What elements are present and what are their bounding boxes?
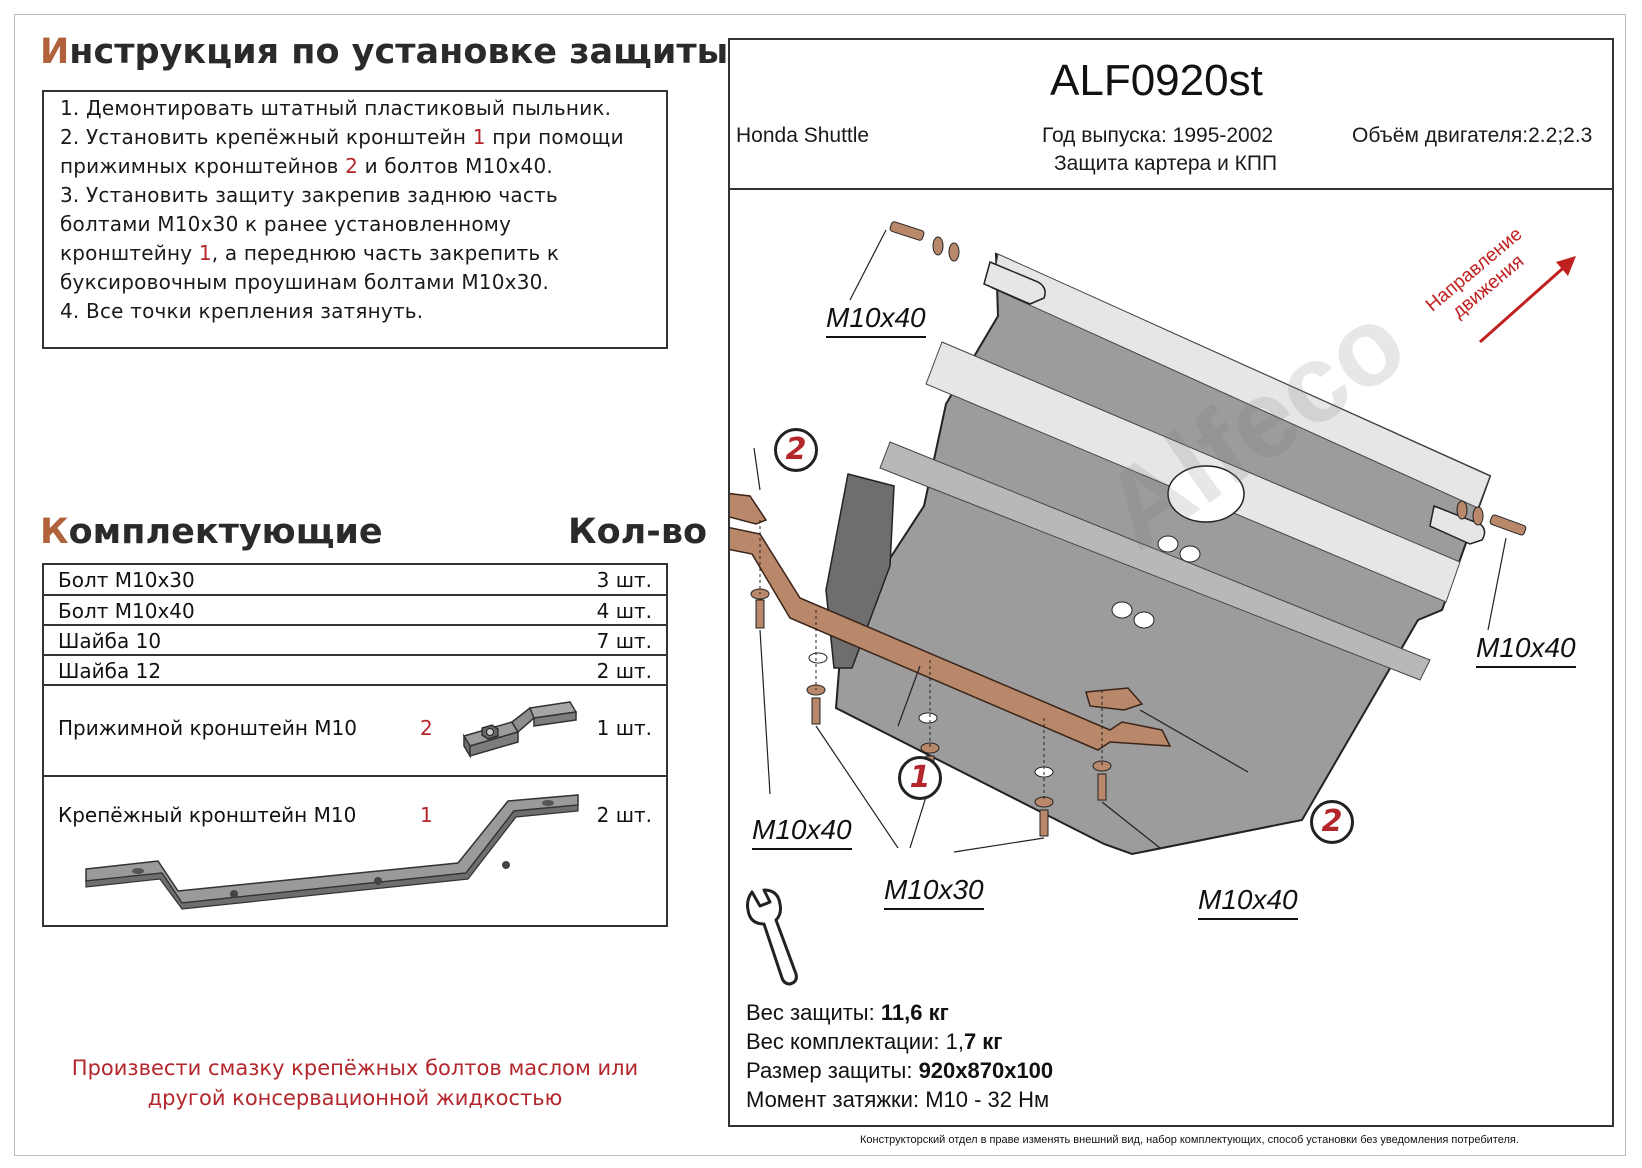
part-name: Крепёжный кронштейн М10 <box>58 803 357 827</box>
parts-heading-rest: омплектующие <box>68 512 383 552</box>
part-name: Болт М10х30 <box>58 568 195 592</box>
spec-label: Вес защиты: <box>746 1000 881 1025</box>
engine-volume: Объём двигателя:2.2;2.3 <box>1352 124 1593 147</box>
part-qty: 7 шт. <box>596 629 652 653</box>
instruction-line: 3. Установить защиту закрепив заднюю час… <box>60 183 558 207</box>
spec-value: 7 кг <box>963 1029 1003 1054</box>
part-ref-number: 1 <box>420 803 433 827</box>
callout-label: M10x40 <box>1476 632 1576 668</box>
part-label-circle: 2 <box>774 428 818 472</box>
spec-kit-weight: Вес комплектации: 1,7 кг <box>746 1029 1002 1055</box>
part-name: Прижимной кронштейн М10 <box>58 716 357 740</box>
instruction-text: кронштейну <box>60 241 199 265</box>
callout-label: M10x40 <box>1198 884 1298 920</box>
page-title: Инструкция по установке защиты <box>40 32 728 72</box>
parts-row: Болт М10х30 3 шт. <box>44 565 666 596</box>
parts-row: Прижимной кронштейн М10 2 1 шт. <box>44 686 666 777</box>
part-ref-number: 1 <box>472 125 486 149</box>
instruction-line: болтами М10х30 к ранее установленному <box>60 212 512 236</box>
part-name: Шайба 10 <box>58 629 162 653</box>
spec-value: 1, <box>945 1029 964 1054</box>
spec-value: 11,6 кг <box>880 1000 949 1025</box>
spec-value: 920x870x100 <box>918 1058 1054 1083</box>
instructions-box: 1. Демонтировать штатный пластиковый пыл… <box>42 90 668 349</box>
instruction-text: 2. Установить крепёжный кронштейн <box>60 125 473 149</box>
parts-heading: Комплектующие <box>40 512 383 552</box>
instruction-text: , а переднюю часть закрепить к <box>211 241 560 265</box>
footer-disclaimer: Конструкторский отдел в праве изменять в… <box>860 1134 1519 1146</box>
lubrication-note: Произвести смазку крепёжных болтов масло… <box>71 1056 639 1110</box>
instruction-line: 1. Демонтировать штатный пластиковый пыл… <box>60 96 612 120</box>
spec-torque: Момент затяжки: М10 - 32 Нм <box>746 1087 1050 1112</box>
title-initial: И <box>40 32 70 72</box>
title-rest: нструкция по установке защиты <box>69 32 729 72</box>
part-label-circle: 2 <box>1310 800 1354 844</box>
instruction-line: буксировочным проушинам болтами М10х30. <box>60 270 550 294</box>
production-years: Год выпуска: 1995-2002 <box>1042 124 1274 147</box>
spec-label: Размер защиты: <box>746 1058 919 1083</box>
spec-weight: Вес защиты: 11,6 кг <box>746 1000 949 1026</box>
wrench-icon <box>746 888 798 986</box>
callout-label: M10x40 <box>826 302 926 338</box>
parts-row: Шайба 12 2 шт. <box>44 656 666 686</box>
clamp-bracket-illustration <box>462 701 578 759</box>
part-ref-number: 1 <box>198 241 212 265</box>
part-qty: 4 шт. <box>596 599 652 623</box>
instruction-line: 4. Все точки крепления затянуть. <box>60 299 424 323</box>
spec-size: Размер защиты: 920x870x100 <box>746 1058 1053 1084</box>
parts-row: Шайба 10 7 шт. <box>44 626 666 656</box>
parts-row: Болт М10х40 4 шт. <box>44 596 666 626</box>
part-qty: 3 шт. <box>596 568 652 592</box>
vehicle-model: Honda Shuttle <box>736 124 870 147</box>
page-border <box>14 14 1626 1156</box>
product-panel <box>728 38 1614 1127</box>
installation-diagram <box>730 221 1576 856</box>
instruction-line: кронштейну 1, а переднюю часть закрепить… <box>60 241 559 265</box>
product-sku: ALF0920st <box>1050 56 1263 105</box>
header-divider <box>730 188 1612 190</box>
parts-row: Крепёжный кронштейн М10 1 2 шт. <box>44 777 666 925</box>
parts-table: Болт М10х30 3 шт. Болт М10х40 4 шт. Шайб… <box>42 563 668 927</box>
instruction-text: прижимных кронштейнов <box>60 154 346 178</box>
spec-label: Вес комплектации: <box>746 1029 946 1054</box>
instruction-line: прижимных кронштейнов 2 и болтов М10х40. <box>60 154 553 178</box>
part-ref-number: 2 <box>420 716 433 740</box>
callout-label: M10x30 <box>884 874 984 910</box>
mounting-bracket-illustration <box>85 794 579 910</box>
instruction-text: и болтов М10х40. <box>358 154 553 178</box>
instruction-text: при помощи <box>485 125 624 149</box>
part-qty: 2 шт. <box>596 659 652 683</box>
callout-label: M10x40 <box>752 814 852 850</box>
instruction-line: 2. Установить крепёжный кронштейн 1 при … <box>60 125 624 149</box>
part-name: Болт М10х40 <box>58 599 195 623</box>
part-qty: 2 шт. <box>596 803 652 827</box>
part-name: Шайба 12 <box>58 659 162 683</box>
parts-heading-initial: К <box>40 512 69 552</box>
qty-heading: Кол-во <box>568 512 708 552</box>
part-label-circle: 1 <box>898 756 942 800</box>
part-qty: 1 шт. <box>596 716 652 740</box>
protection-type: Защита картера и КПП <box>1054 152 1278 175</box>
part-ref-number: 2 <box>345 154 359 178</box>
